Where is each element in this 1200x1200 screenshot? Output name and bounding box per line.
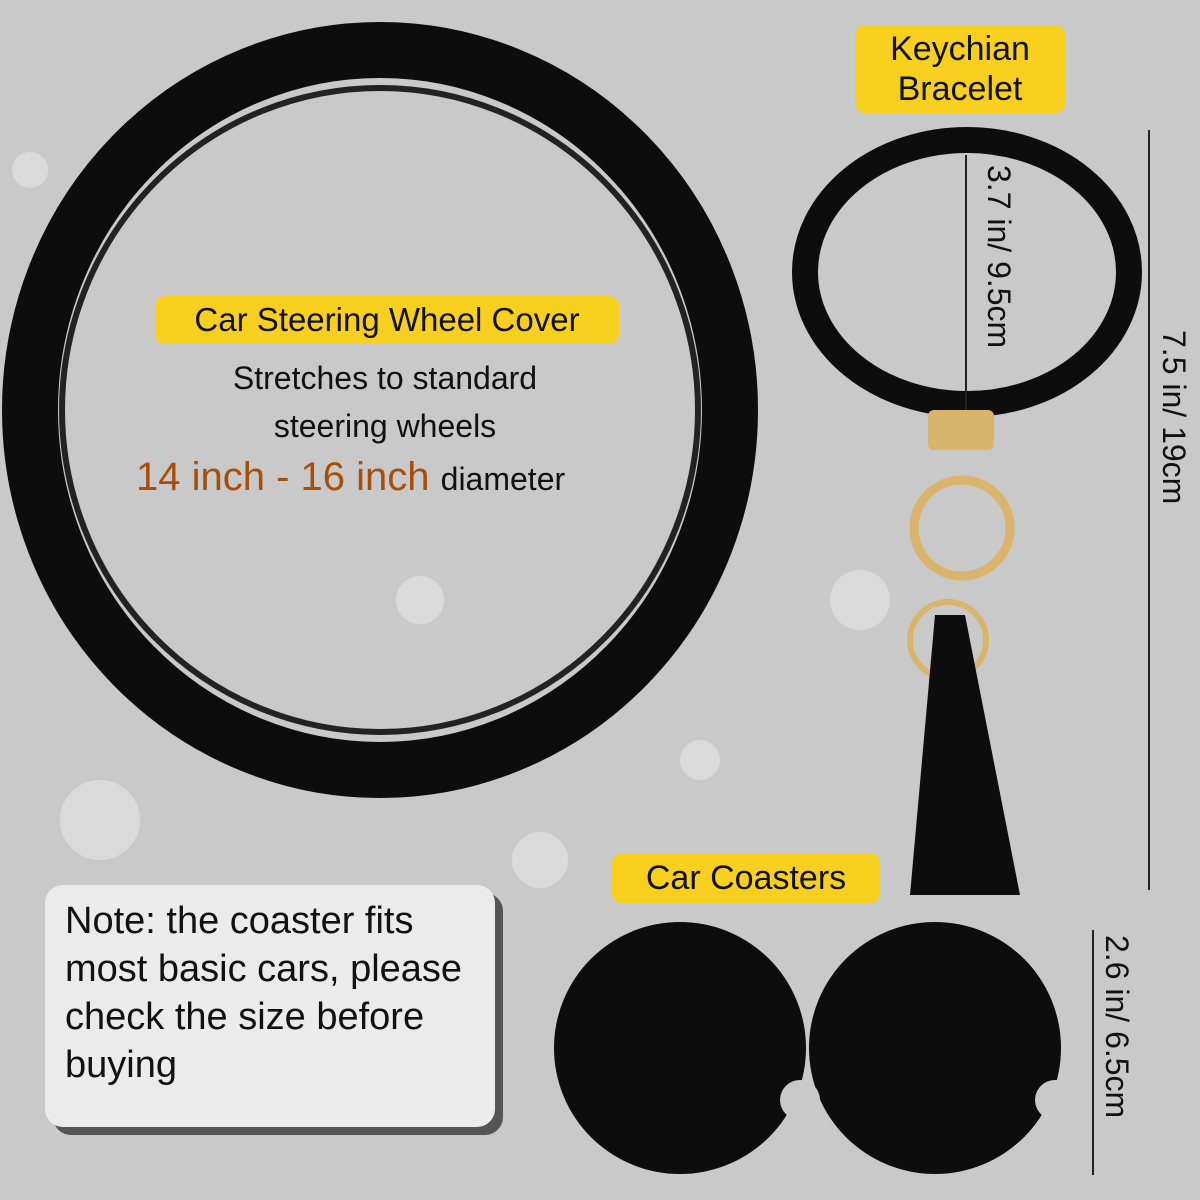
tassel — [910, 615, 1020, 895]
coaster-dimension-line — [1092, 930, 1094, 1175]
bracelet-ring — [792, 127, 1142, 417]
coasters-label: Car Coasters — [612, 853, 880, 903]
coaster-dimension: 2.6 in/ 6.5cm — [1099, 935, 1135, 1119]
bracelet-label: Keychian Bracelet — [855, 25, 1065, 113]
bracelet-inner-dimension: 3.7 in/ 9.5cm — [981, 165, 1017, 349]
gold-connector — [928, 410, 994, 450]
note-box: Note: the coaster fits most basic cars, … — [45, 885, 495, 1127]
bracelet-length-line — [1148, 130, 1150, 890]
bracelet-inner-dimension-line — [965, 155, 967, 410]
steering-wheel-line1: Stretches to standard — [232, 360, 538, 396]
bracelet-length: 7.5 in/ 19cm — [1156, 330, 1192, 505]
steering-wheel-line2: steering wheels — [273, 408, 497, 444]
steering-wheel-label: Car Steering Wheel Cover — [155, 296, 619, 344]
size-range-suffix: diameter — [440, 461, 566, 497]
background-pattern — [12, 152, 890, 888]
coaster-right — [809, 922, 1061, 1174]
clasp-ring — [909, 475, 1015, 581]
steering-wheel-cover — [2, 22, 758, 798]
size-range: 14 inch - 16 inch diameter — [136, 455, 656, 500]
size-range-value: 14 inch - 16 inch — [136, 455, 430, 499]
coaster-left — [554, 922, 806, 1174]
